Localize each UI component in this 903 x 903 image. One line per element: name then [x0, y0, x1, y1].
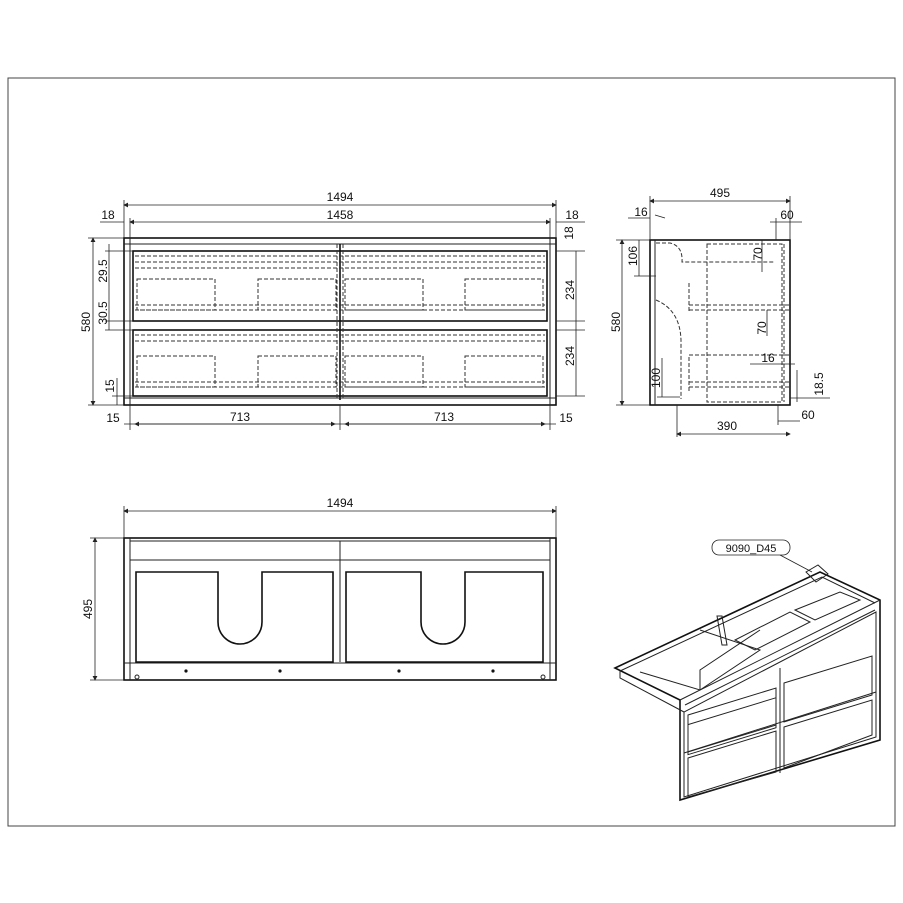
dim-drawer-upper: 234 [563, 280, 577, 300]
dim-bottom-right: 15 [559, 411, 573, 425]
dim-back-panel: 16 [634, 205, 648, 219]
dim-height: 580 [79, 312, 93, 332]
dim-side-right: 18 [565, 208, 579, 222]
dim-side-height: 580 [609, 312, 623, 332]
dim-upper-70: 70 [751, 247, 765, 261]
dim-overall-width: 1494 [327, 190, 354, 204]
isometric-view: 9090_D45 [613, 539, 881, 802]
dim-front-offset: 60 [780, 208, 794, 222]
dim-depth: 495 [710, 186, 730, 200]
dim-base-18-5: 18.5 [812, 372, 826, 396]
part-label: 9090_D45 [726, 543, 777, 555]
dim-mid-gap: 30.5 [96, 301, 110, 325]
dim-runner-length: 390 [717, 419, 737, 433]
dim-top-width: 1494 [327, 496, 354, 510]
side-view: 495 16 60 106 580 100 70 70 16 18.5 60 3… [609, 186, 830, 437]
dim-bottom-cut: 100 [649, 368, 663, 388]
dim-bottom-gap: 15 [103, 379, 117, 393]
dim-drawer-lower: 234 [563, 346, 577, 366]
dim-lower-70: 70 [755, 321, 769, 335]
front-view: 1494 1458 18 18 18 580 29.5 30.5 15 234 … [79, 190, 585, 430]
dim-bottom-left: 15 [106, 411, 120, 425]
dim-inner-width: 1458 [327, 208, 354, 222]
dim-top-cut: 106 [626, 246, 640, 266]
dim-top-right: 18 [562, 226, 576, 240]
drawing-frame [7, 77, 896, 827]
dim-side-left: 18 [101, 208, 115, 222]
dim-drawer-width-left: 713 [230, 410, 250, 424]
dim-drawer-width-right: 713 [434, 410, 454, 424]
part-label-box [711, 539, 791, 556]
dim-top-depth: 495 [81, 599, 95, 619]
dim-bottom-60: 60 [801, 408, 815, 422]
top-view: 1494 495 [81, 496, 557, 681]
dim-top-gap: 29.5 [96, 259, 110, 283]
dim-runner-16: 16 [761, 351, 775, 365]
